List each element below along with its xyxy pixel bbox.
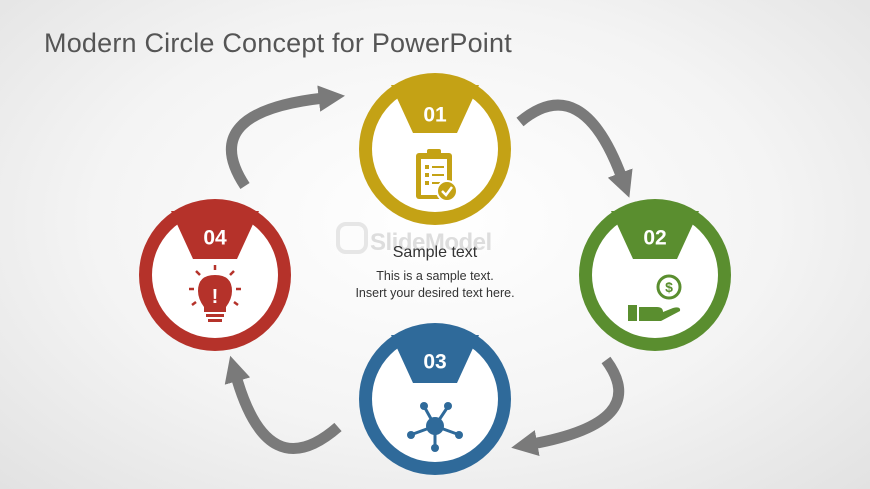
arrow-03-to-04 [224,355,342,454]
step-02: 02 $ [579,199,731,351]
center-heading: Sample text [392,244,478,261]
step-02-number: 02 [643,227,666,250]
center-text-block: Sample text This is a sample text. Inser… [315,244,555,302]
step-02-tab [611,211,699,259]
svg-text:!: ! [212,286,219,308]
step-03: 03 [359,323,511,475]
step-04: 04 ! [139,199,291,351]
center-text-line-2: Insert your desired text here. [355,286,515,300]
step-01: 01 [359,73,511,225]
step-01-number: 01 [423,104,447,127]
step-03-number: 03 [423,351,446,374]
network-hub-icon [407,402,463,452]
clipboard-check-icon [416,149,458,202]
watermark-logo [336,222,368,254]
step-04-number: 04 [203,227,227,250]
step-03-tab [391,335,479,383]
step-01-tab [391,85,479,133]
step-04-tab [171,211,259,259]
cycle-arrows [224,85,633,457]
center-text-line-1: This is a sample text. [376,269,494,283]
money-hand-icon: $ [628,274,682,321]
slide-title: Modern Circle Concept for PowerPoint [44,28,512,58]
arrow-04-to-01 [225,85,345,190]
watermark: SlideModel [370,229,492,256]
arrow-02-to-03 [511,356,625,457]
arrow-01-to-02 [516,99,633,198]
lightbulb-icon: ! [189,265,241,322]
svg-text:$: $ [665,279,673,295]
